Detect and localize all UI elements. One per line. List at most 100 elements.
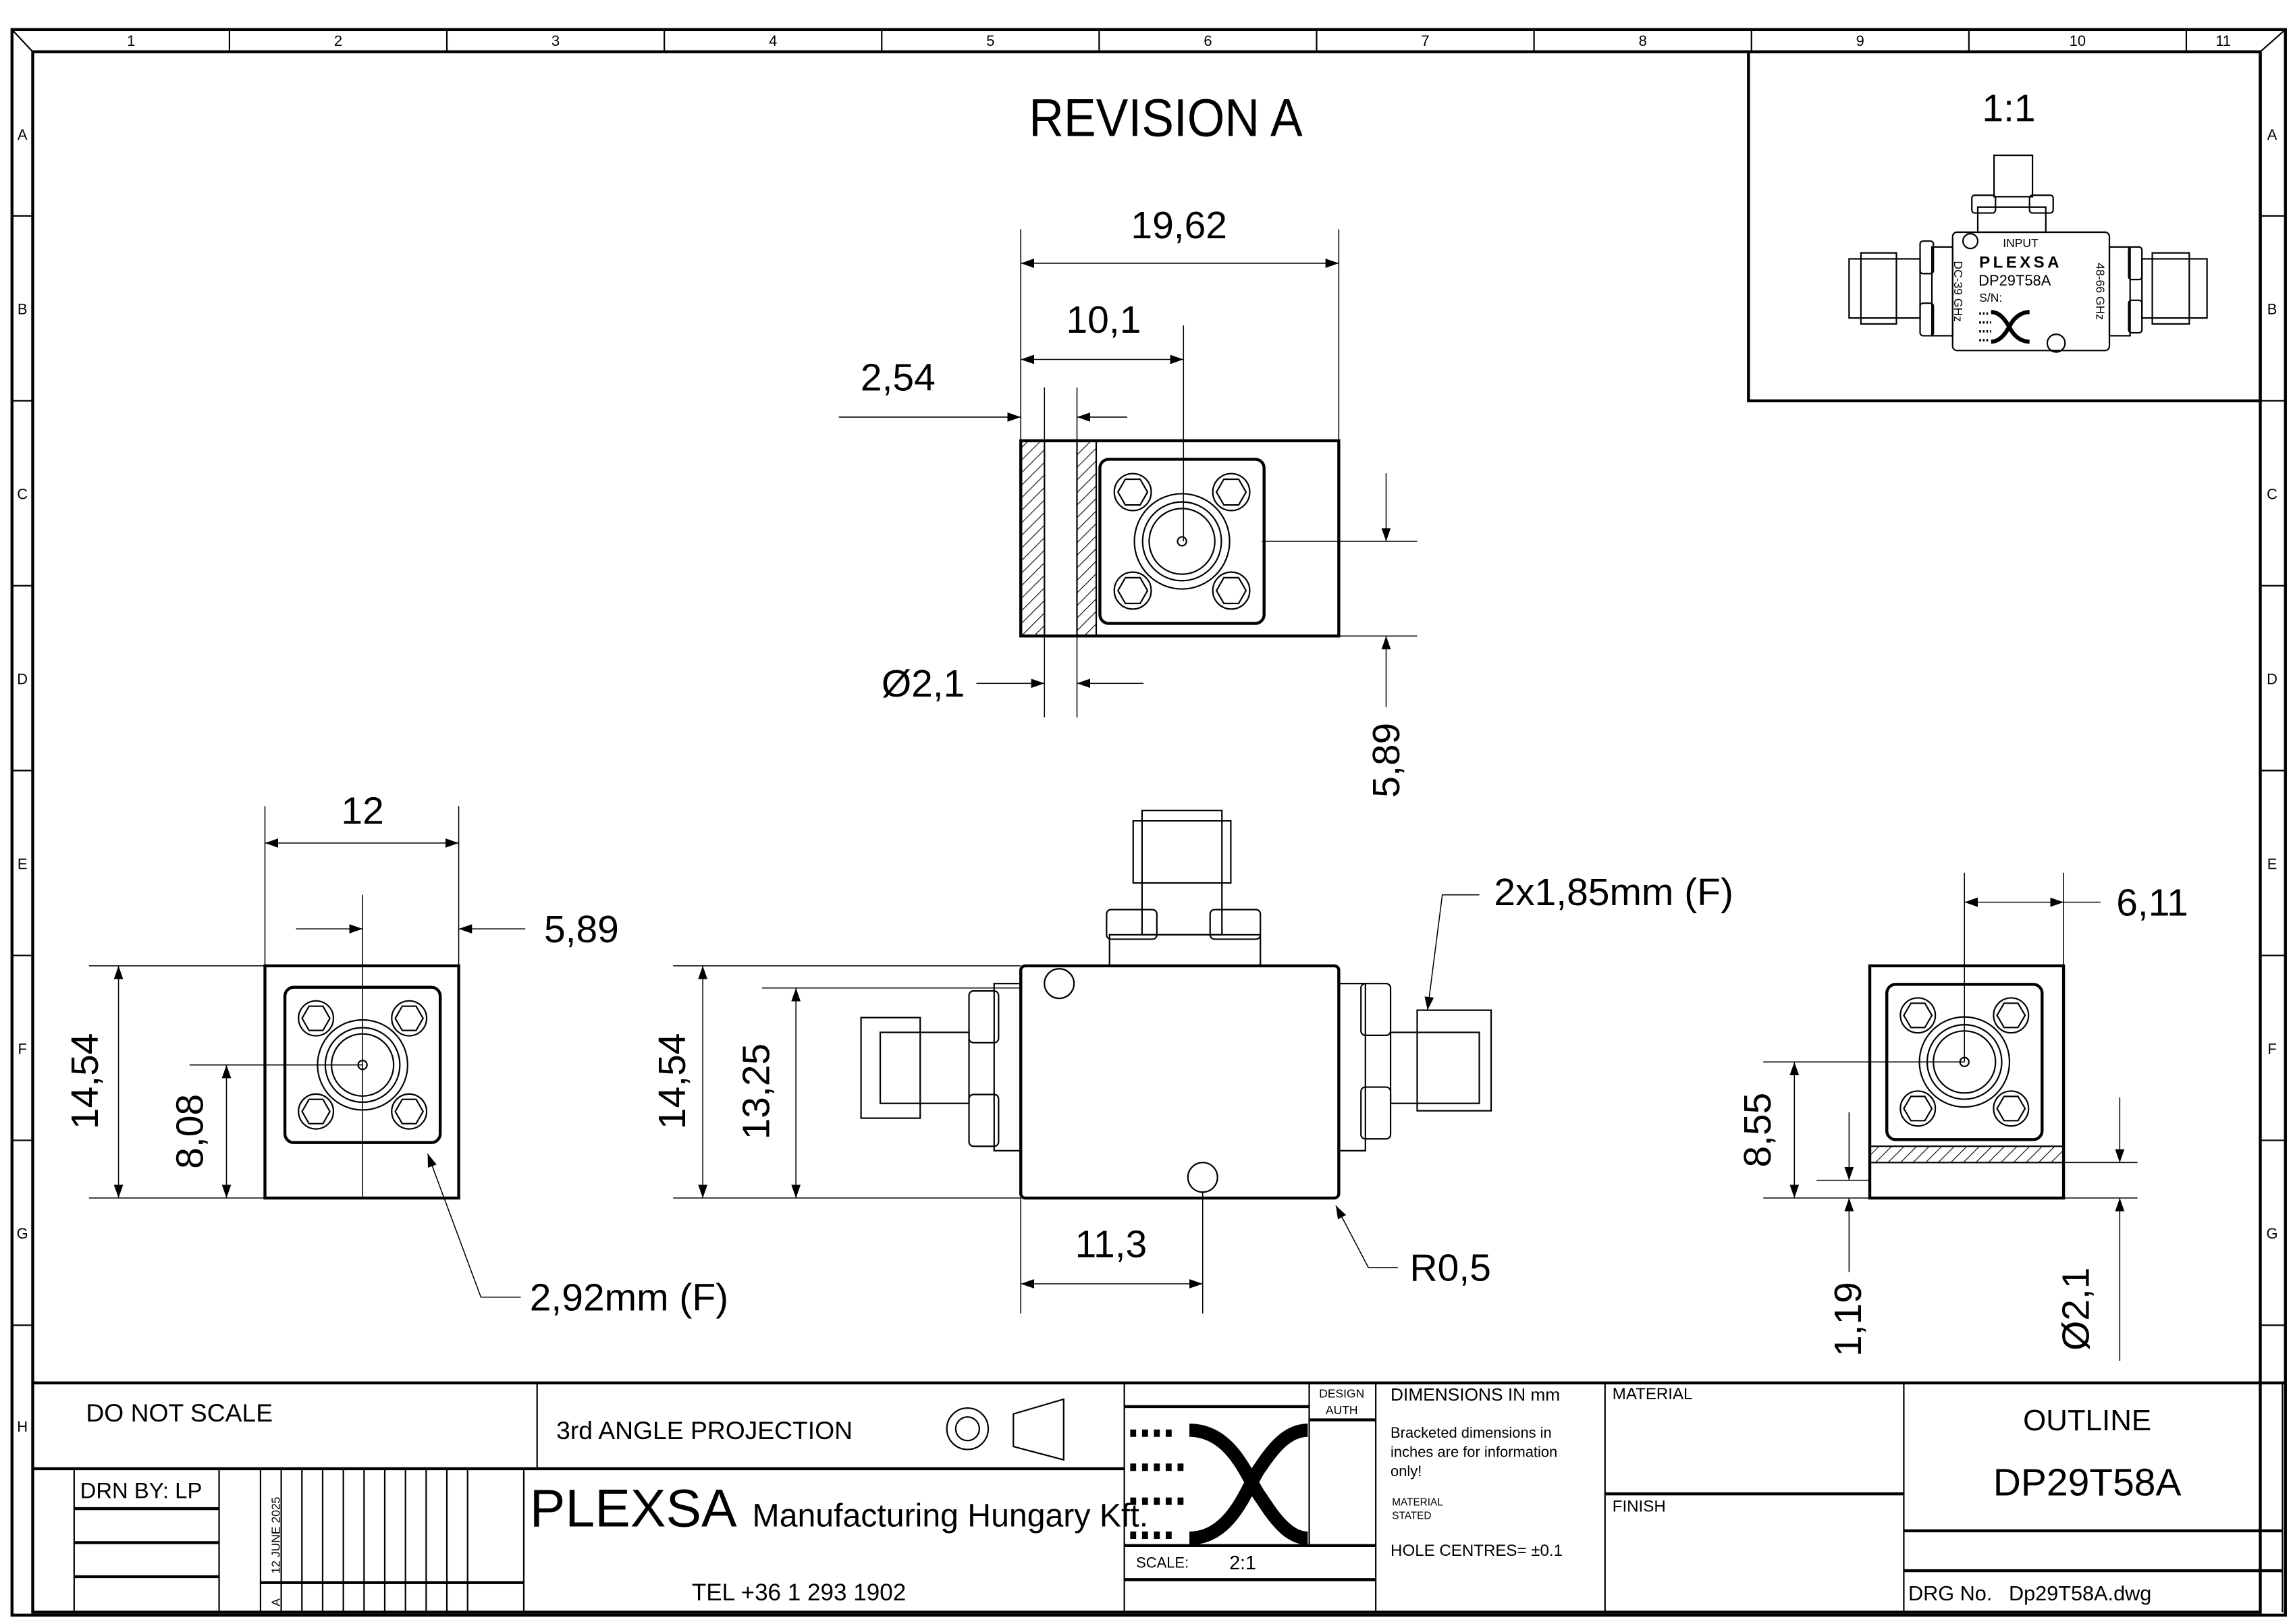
plexsa-logo bbox=[1979, 310, 2030, 344]
part-number: DP29T58A bbox=[1993, 1461, 2182, 1504]
ruler-column-label: 8 bbox=[1639, 32, 1647, 49]
bracket-note: Bracketed dimensions in bbox=[1391, 1424, 1552, 1441]
drawing-number: Dp29T58A.dwg bbox=[2009, 1582, 2151, 1605]
top-view: 19,62 10,1 2,54 Ø2,1 5,89 bbox=[838, 204, 1418, 798]
connector-bore bbox=[1148, 508, 1216, 575]
revision-columns bbox=[259, 1468, 468, 1613]
dimensions-note: DIMENSIONS IN mm bbox=[1391, 1384, 1560, 1405]
ruler-row-label: A bbox=[18, 126, 28, 143]
inset-model: DP29T58A bbox=[1978, 272, 2051, 289]
ruler-column-label: 6 bbox=[1204, 32, 1212, 49]
company-brand: PLEXSA bbox=[530, 1478, 737, 1538]
ruler-row-label: C bbox=[17, 486, 28, 503]
design-auth-label: AUTH bbox=[1326, 1403, 1358, 1417]
hex-socket-icon bbox=[1116, 576, 1149, 605]
dim-offset: 6,11 bbox=[2116, 881, 2188, 924]
dim-strip-height: 1,19 bbox=[1827, 1282, 1870, 1357]
dim-hole-offset: 11,3 bbox=[1075, 1223, 1148, 1266]
dim-inner-height: 13,25 bbox=[735, 1044, 778, 1140]
ruler-row-label: E bbox=[2267, 855, 2277, 872]
dim-overall-width: 19,62 bbox=[1131, 204, 1227, 247]
hex-socket-icon bbox=[394, 1005, 425, 1031]
company-phone: TEL +36 1 293 1902 bbox=[692, 1579, 906, 1606]
hex-socket-icon bbox=[1215, 478, 1247, 506]
screw-head bbox=[391, 1000, 428, 1037]
ruler-column-label: 4 bbox=[769, 32, 777, 49]
right-view: 6,11 8,55 1,19 Ø2,1 bbox=[1736, 872, 2188, 1361]
finish-label: FINISH bbox=[1613, 1497, 1666, 1515]
material-stated: STATED bbox=[1392, 1510, 1431, 1521]
ruler-row-label: F bbox=[2267, 1040, 2276, 1057]
hex-socket-icon bbox=[1996, 1095, 2026, 1122]
screw-head bbox=[1113, 571, 1152, 610]
left-view: 12 5,89 14,54 8,08 2,92mm (F) bbox=[63, 790, 728, 1320]
screw-head bbox=[1993, 997, 2030, 1034]
drawn-by: DRN BY: LP bbox=[80, 1478, 203, 1503]
inset-1-to-1: 1:1 INPUT PLEXSA DP29T58A S/N: DC-39 GHz bbox=[1747, 50, 2262, 403]
hex-socket-icon bbox=[1903, 1095, 1933, 1122]
bracket-note: only! bbox=[1391, 1463, 1422, 1480]
screw-head bbox=[1899, 997, 1937, 1034]
dim-height: 14,54 bbox=[63, 1033, 107, 1130]
do-not-scale: DO NOT SCALE bbox=[86, 1399, 273, 1427]
ruler-column-label: 3 bbox=[551, 32, 560, 49]
ruler-row-label: D bbox=[17, 670, 28, 687]
inset-serial-label: S/N: bbox=[1979, 291, 2002, 304]
inset-low-band: DC-39 GHz bbox=[1951, 261, 1965, 322]
ruler-column-label: 7 bbox=[1421, 32, 1429, 49]
connector-body bbox=[1133, 493, 1231, 590]
left-connector bbox=[860, 983, 1022, 1152]
hex-socket-icon bbox=[1116, 478, 1149, 506]
company-name: PLEXSA Manufacturing Hungary Kft. bbox=[530, 1478, 1148, 1538]
hex-socket-icon bbox=[301, 1005, 331, 1031]
device-illustration: INPUT PLEXSA DP29T58A S/N: DC-39 GHz 48-… bbox=[1848, 154, 2208, 353]
material-label: MATERIAL bbox=[1613, 1385, 1693, 1403]
third-angle-projection-icon bbox=[946, 1398, 1064, 1461]
hex-socket-icon bbox=[1903, 1002, 1933, 1029]
ruler-column-label: 10 bbox=[2070, 32, 2086, 49]
dim-center-height: 8,08 bbox=[168, 1094, 211, 1169]
ruler-row-label: B bbox=[2267, 301, 2277, 318]
inset-brand: PLEXSA bbox=[1979, 254, 2062, 272]
screw-head bbox=[1212, 472, 1251, 512]
ruler-column-label: 5 bbox=[986, 32, 994, 49]
plexsa-logo bbox=[1130, 1424, 1309, 1545]
ruler-row-label: G bbox=[2267, 1225, 2278, 1242]
front-view: 14,54 13,25 11,3 R0,5 2x1,85mm (F) bbox=[651, 809, 1733, 1314]
ruler-column-label: 2 bbox=[334, 32, 342, 49]
screw-head bbox=[1113, 472, 1152, 512]
dim-height: 14,54 bbox=[651, 1033, 694, 1130]
right-connector bbox=[1338, 983, 1492, 1152]
ruler-row-label: G bbox=[17, 1225, 28, 1242]
design-auth-label: DESIGN bbox=[1319, 1387, 1364, 1401]
ruler-column-label: 1 bbox=[127, 32, 135, 49]
screw-head bbox=[1993, 1090, 2030, 1127]
hatched-section bbox=[1868, 1145, 2065, 1164]
ruler-row-label: D bbox=[2267, 670, 2277, 687]
ruler-row-label: B bbox=[18, 301, 28, 318]
connector-flange bbox=[1098, 458, 1266, 625]
dim-slot-diameter: Ø2,1 bbox=[882, 662, 965, 705]
ruler-row-label: F bbox=[18, 1040, 26, 1057]
hole-centres-tolerance: HOLE CENTRES= ±0.1 bbox=[1391, 1542, 1563, 1560]
screw-head bbox=[391, 1093, 428, 1130]
scale-label: SCALE: bbox=[1136, 1554, 1189, 1571]
ruler-column-label: 9 bbox=[1856, 32, 1864, 49]
top-connector bbox=[1106, 809, 1262, 967]
drawing-number-label: DRG No. bbox=[1908, 1582, 1992, 1605]
screw-head bbox=[1212, 571, 1251, 610]
dim-offset: 5,89 bbox=[544, 908, 619, 951]
connector-callout: 2,92mm (F) bbox=[530, 1276, 728, 1319]
connector-face bbox=[1098, 458, 1266, 625]
ruler-row-label: H bbox=[17, 1418, 28, 1435]
hex-socket-icon bbox=[1996, 1002, 2026, 1029]
dim-center-height: 8,55 bbox=[1736, 1093, 1779, 1168]
dim-radius: R0,5 bbox=[1410, 1247, 1491, 1290]
projection-label: 3rd ANGLE PROJECTION bbox=[556, 1416, 853, 1444]
scale-value: 2:1 bbox=[1229, 1552, 1256, 1574]
dim-hole-diameter: Ø2,1 bbox=[2054, 1268, 2097, 1351]
material-stated: MATERIAL bbox=[1392, 1497, 1443, 1509]
ruler-row-label: C bbox=[2267, 486, 2277, 503]
